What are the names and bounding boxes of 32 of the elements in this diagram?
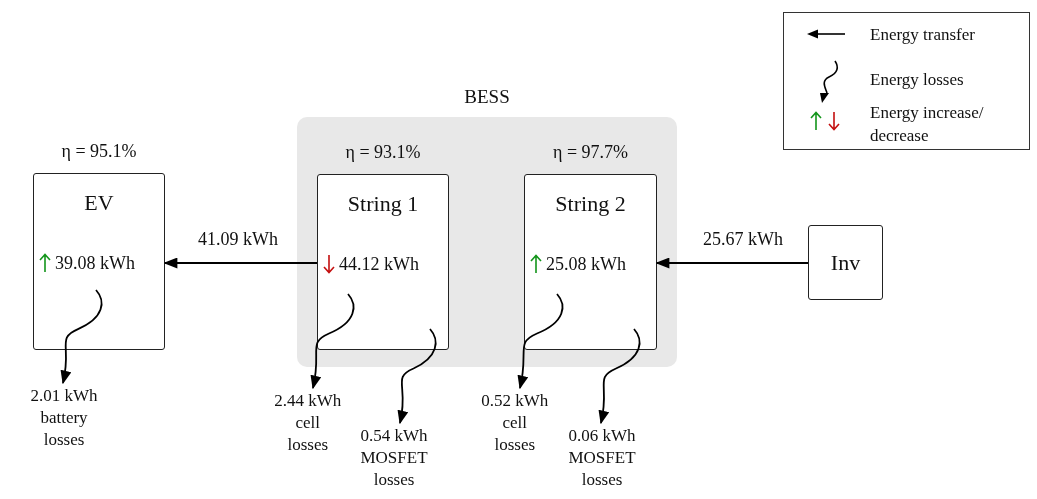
loss-label: 0.54 kWh MOSFET losses [350,425,438,491]
legend-label: Energy losses [870,69,965,91]
edge-label: 25.67 kWh [703,228,783,251]
efficiency-label: η = 93.1% [344,141,422,164]
box-title: Inv [830,248,861,277]
loss-arrow [60,289,103,385]
legend-label: Energy increase/ decrease [870,102,985,147]
component-box [808,225,883,300]
efficiency-label: η = 95.1% [60,140,138,163]
loss-label: 2.44 kWh cell losses [274,390,342,456]
loss-arrow [598,328,641,425]
edge-label: 41.09 kWh [198,228,278,251]
loss-label: 0.52 kWh cell losses [481,390,549,456]
box-title: String 2 [555,190,626,218]
box-title: String 1 [347,190,419,218]
loss-label: 0.06 kWh MOSFET losses [558,425,646,491]
energy-value: 39.08 kWh [55,252,135,275]
loss-label: 2.01 kWh battery losses [20,385,108,451]
legend-label: Energy transfer [870,24,976,46]
energy-value: 44.12 kWh [339,253,419,276]
efficiency-label: η = 97.7% [551,141,630,164]
loss-arrow [397,328,437,425]
loss-arrow [517,293,564,390]
component-box [524,174,657,350]
component-box [317,174,449,350]
loss-arrow [310,293,355,390]
energy-value: 25.08 kWh [546,253,626,276]
group-heading: BESS [463,85,511,109]
box-title: EV [84,189,114,217]
transfer-arrow [163,257,318,269]
transfer-arrow [655,257,809,269]
component-box [33,173,165,350]
